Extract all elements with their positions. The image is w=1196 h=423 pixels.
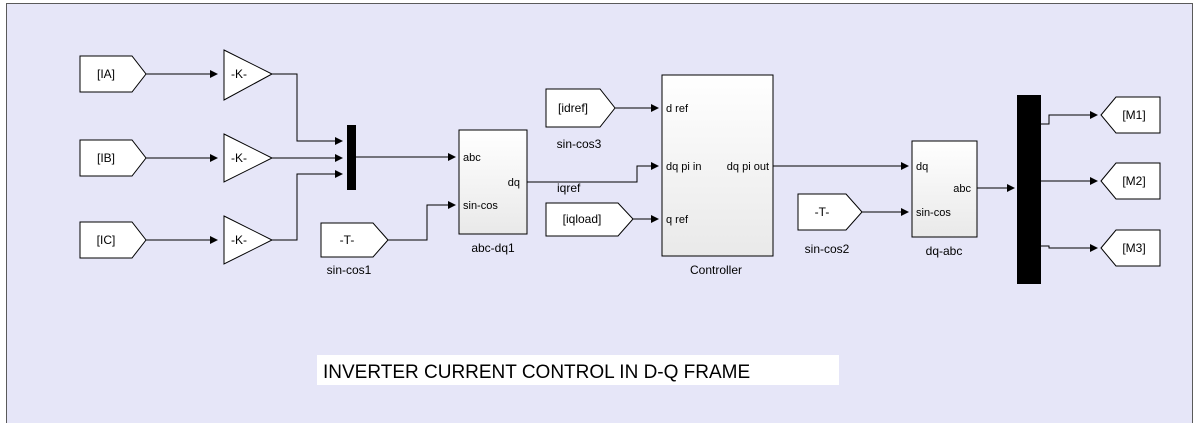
controller-port-dq-pi-out: dq pi out <box>727 161 769 173</box>
line-gain-c-to-mux[interactable] <box>272 170 343 241</box>
line-demux-to-m1[interactable] <box>1041 111 1098 125</box>
from-label-ib: [IB] <box>97 151 115 165</box>
controller-port-dq-pi-in: dq pi in <box>666 161 701 173</box>
caption-sin-cos3: sin-cos3 <box>557 137 602 151</box>
dq-abc-caption: dq-abc <box>926 244 963 258</box>
dq-abc-port-sin-cos: sin-cos <box>916 207 951 219</box>
dq-abc-port-abc: abc <box>953 183 971 195</box>
dq-abc-block[interactable]: dq sin-cos abc <box>911 140 978 238</box>
goto-label-m1: [M1] <box>1122 108 1145 122</box>
constant-value-sin-cos1: -T- <box>340 233 355 247</box>
from-block-idref[interactable]: [idref] <box>545 88 616 128</box>
constant-value-sin-cos2: -T- <box>815 205 830 219</box>
dq-abc-port-dq: dq <box>916 161 928 173</box>
line-abcdq1-to-controller[interactable] <box>527 162 659 183</box>
constant-caption-sin-cos2: sin-cos2 <box>805 242 850 256</box>
from-block-ia[interactable]: [IA] <box>79 55 147 93</box>
model-title: INVERTER CURRENT CONTROL IN D-Q FRAME <box>323 362 750 383</box>
from-label-ic: [IC] <box>97 233 116 247</box>
controller-port-d-ref: d ref <box>666 103 689 115</box>
abc-dq1-port-dq: dq <box>508 177 520 189</box>
constant-block-sin-cos2[interactable]: -T- <box>797 193 863 231</box>
block-diagram: [IA] [IB] [IC] -K- -K- -K- <box>79 49 1161 385</box>
gain-label-a: -K- <box>231 67 247 81</box>
controller-caption: Controller <box>690 263 742 277</box>
controller-block[interactable]: d ref dq pi in dq pi out q ref <box>661 74 774 257</box>
abc-dq1-block[interactable]: abc sin-cos dq <box>458 129 528 235</box>
from-block-ib[interactable]: [IB] <box>79 139 147 177</box>
from-label-idref: [idref] <box>558 101 588 115</box>
gain-label-b: -K- <box>231 151 247 165</box>
title-background <box>317 355 839 385</box>
line-gain-a-to-mux[interactable] <box>272 73 343 145</box>
goto-block-m3[interactable]: [M3] <box>1100 229 1161 267</box>
signal-lines <box>146 70 1098 252</box>
from-label-ia: [IA] <box>97 67 115 81</box>
constant-block-sin-cos1[interactable]: -T- <box>320 222 389 258</box>
abc-dq1-port-sin-cos: sin-cos <box>463 200 498 212</box>
abc-dq1-caption: abc-dq1 <box>471 241 515 255</box>
goto-block-m1[interactable]: [M1] <box>1100 96 1161 134</box>
gain-block-c[interactable]: -K- <box>223 215 274 265</box>
signal-label-iqref: iqref <box>557 181 581 195</box>
model-canvas[interactable]: [IA] [IB] [IC] -K- -K- -K- <box>6 3 1193 423</box>
line-const1-to-abcdq1[interactable] <box>388 201 456 241</box>
constant-caption-sin-cos1: sin-cos1 <box>327 263 372 277</box>
mux-block[interactable] <box>347 125 356 190</box>
gain-block-b[interactable]: -K- <box>223 133 274 183</box>
goto-label-m3: [M3] <box>1122 241 1145 255</box>
gain-block-a[interactable]: -K- <box>223 49 274 101</box>
controller-port-q-ref: q ref <box>666 214 689 226</box>
from-block-ic[interactable]: [IC] <box>79 221 147 259</box>
gain-label-c: -K- <box>231 233 247 247</box>
abc-dq1-port-abc: abc <box>463 152 481 164</box>
goto-block-m2[interactable]: [M2] <box>1100 162 1161 200</box>
goto-label-m2: [M2] <box>1122 174 1145 188</box>
from-block-iqload[interactable]: [iqload] <box>545 202 634 237</box>
from-label-iqload: [iqload] <box>563 212 602 226</box>
line-demux-to-m3[interactable] <box>1041 244 1098 252</box>
demux-block[interactable] <box>1017 95 1041 284</box>
